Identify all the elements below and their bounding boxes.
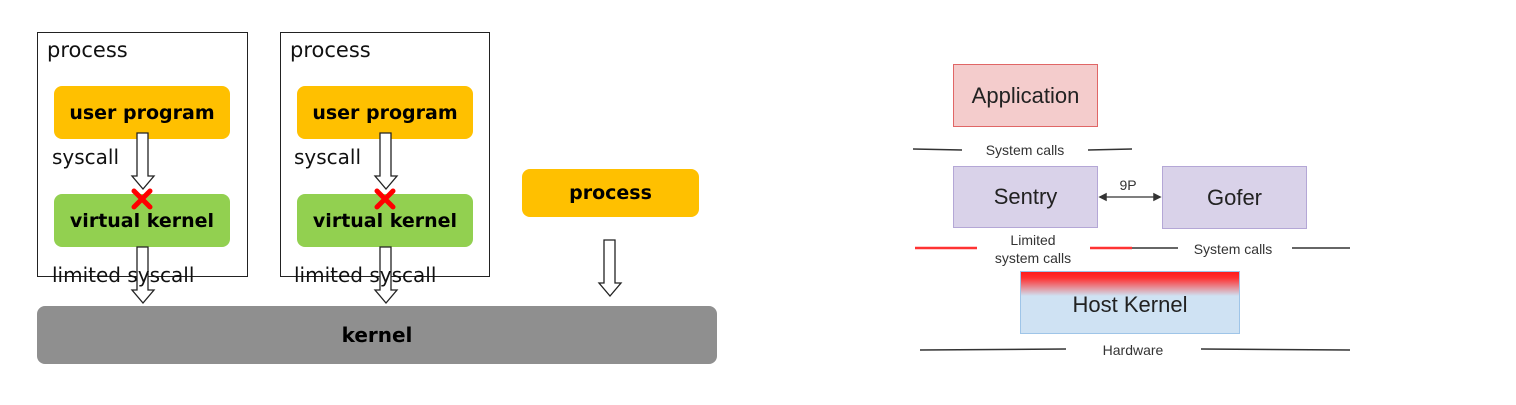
arrow-limited-1 — [130, 246, 156, 305]
virtual-kernel-2: virtual kernel — [297, 194, 473, 247]
syscall-label-2: syscall — [294, 145, 362, 169]
sentry-box: Sentry — [953, 166, 1098, 228]
arrow-process — [597, 239, 623, 298]
limited-syscall-label-1: limited syscall — [52, 263, 195, 287]
process-label-1: process — [47, 38, 128, 62]
gofer-system-calls-label: System calls — [1193, 241, 1273, 257]
plain-process-box: process — [522, 169, 699, 217]
application-box: Application — [953, 64, 1098, 127]
hardware-line-left — [919, 348, 1067, 351]
limited-label-line2: system calls — [994, 250, 1072, 266]
syscalls-line-left — [912, 148, 963, 151]
arrow-syscall-2 — [373, 132, 399, 191]
virtual-kernel-1: virtual kernel — [54, 194, 230, 247]
limited-syscall-label-2: limited syscall — [294, 263, 437, 287]
process-label-2: process — [290, 38, 371, 62]
arrow-limited-2 — [373, 246, 399, 305]
arrow-syscall-1 — [130, 132, 156, 191]
9p-label: 9P — [1119, 177, 1137, 193]
host-kernel-box: Host Kernel — [1020, 271, 1240, 334]
blocked-x-icon-1 — [131, 188, 153, 210]
hardware-label: Hardware — [1102, 342, 1164, 358]
gofer-box: Gofer — [1162, 166, 1307, 229]
kernel-label: kernel — [341, 323, 413, 347]
syscall-label-1: syscall — [52, 145, 120, 169]
system-calls-top-label: System calls — [985, 142, 1065, 158]
limited-label-line1: Limited — [1010, 232, 1056, 248]
syscalls-line-right — [1087, 148, 1133, 151]
blocked-x-icon-2 — [374, 188, 396, 210]
user-program-1: user program — [54, 86, 230, 139]
kernel-bar: kernel — [37, 306, 717, 364]
hardware-line-right — [1200, 348, 1351, 351]
user-program-2: user program — [297, 86, 473, 139]
